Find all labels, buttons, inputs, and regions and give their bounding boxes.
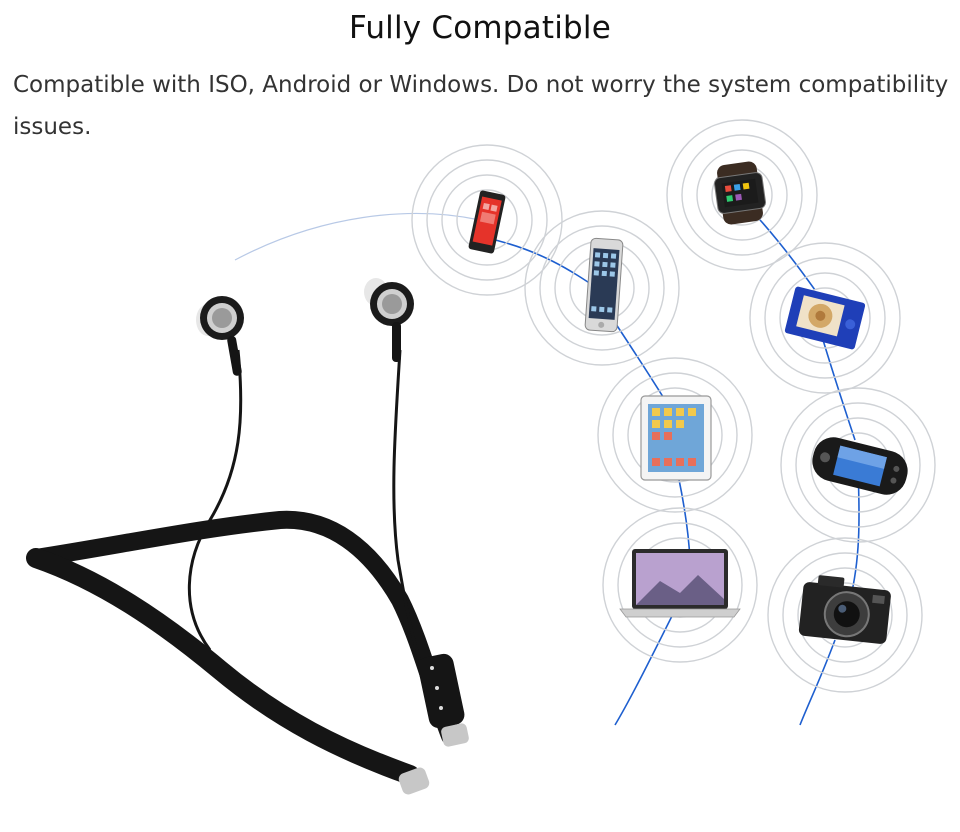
right-earbud-icon	[364, 278, 414, 362]
signal-arc	[234, 212, 481, 261]
laptop-icon	[619, 549, 741, 618]
control-pod	[417, 653, 465, 729]
smartwatch-icon	[714, 161, 766, 225]
left-earbud-icon	[196, 296, 244, 376]
left-cable	[187, 349, 243, 651]
compatibility-description: Compatible with ISO, Android or Windows.…	[13, 72, 949, 140]
right-cable	[392, 349, 422, 661]
device-ring-camera	[767, 537, 923, 693]
digital-camera-icon	[798, 575, 891, 644]
neckband	[27, 510, 459, 745]
device-ring-mp3-player	[749, 242, 901, 394]
tablet-icon	[640, 395, 712, 481]
neckband-headset-icon	[26, 278, 469, 795]
mp3-player-icon	[784, 286, 866, 350]
handheld-game-console-icon	[812, 437, 908, 495]
smartphone-icon	[584, 237, 624, 333]
page-title: Fully Compatible	[348, 10, 612, 46]
smartphone-red-icon	[468, 190, 506, 254]
